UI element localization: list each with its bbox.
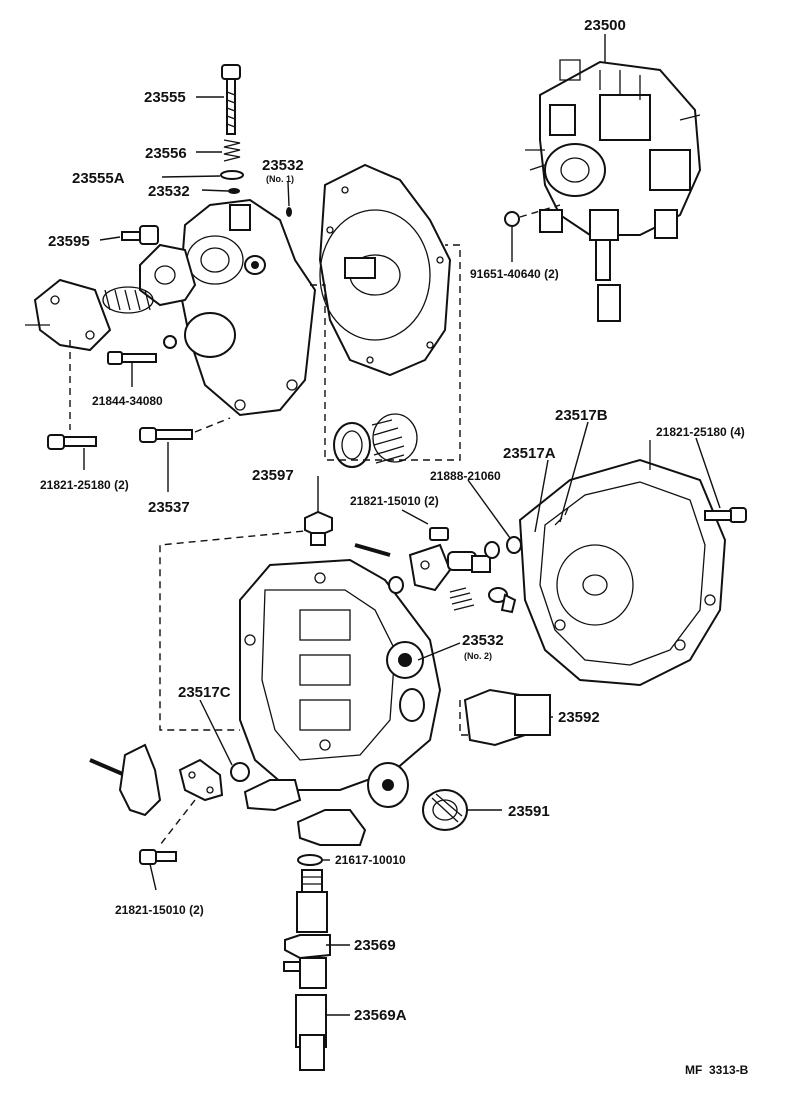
label-21821-15010-lower: 21821-15010 (2) xyxy=(115,903,204,917)
label-21888-21060: 21888-21060 xyxy=(430,469,501,483)
retainer-plate-icon xyxy=(178,758,224,802)
adjust-screw-23555-illustration xyxy=(221,64,241,135)
label-23569: 23569 xyxy=(354,937,396,954)
o-ring-23517C-icon xyxy=(230,762,250,782)
flange-plate-icon xyxy=(25,278,112,352)
label-no2-note: (No. 2) xyxy=(464,651,492,661)
bolt-23537-icon xyxy=(139,427,193,443)
regulator-assembly-illustration xyxy=(525,59,702,322)
water-fitting-icon xyxy=(296,809,367,846)
gasket-21617-icon xyxy=(297,854,323,866)
label-23532: 23532 xyxy=(148,183,190,200)
spring-icon xyxy=(104,289,151,311)
o-ring-23555A-icon xyxy=(220,170,244,180)
bolt-21821-25180-right-icon xyxy=(704,507,747,523)
label-no1-note: (No. 1) xyxy=(266,174,294,184)
label-21844-34080: 21844-34080 xyxy=(92,394,163,408)
label-23595: 23595 xyxy=(48,233,90,250)
label-23517A: 23517A xyxy=(503,445,556,462)
diagram-code: MF 3313-B xyxy=(685,1063,749,1077)
label-23597: 23597 xyxy=(252,467,294,484)
label-23537: 23537 xyxy=(148,499,190,516)
elbow-23592-icon xyxy=(463,688,551,747)
outlet-fitting-icon xyxy=(243,779,302,812)
bolt-21821-15010-lower-icon xyxy=(139,849,177,865)
label-21617-10010: 21617-10010 xyxy=(335,853,406,867)
plug-23597-icon xyxy=(304,510,333,546)
rear-cover-illustration xyxy=(518,440,727,687)
diaphragm-23554-illustration xyxy=(318,163,452,377)
valve-23591-icon xyxy=(422,789,468,831)
label-23517C: 23517C xyxy=(178,684,231,701)
label-21821-25180-2: 21821-25180 (2) xyxy=(40,478,129,492)
label-23555: 23555 xyxy=(144,89,186,106)
label-23532-no2: 23532 xyxy=(462,632,504,649)
label-23569A: 23569A xyxy=(354,1007,407,1024)
label-21821-25180-4: 21821-25180 (4) xyxy=(656,425,745,439)
label-23555A: 23555A xyxy=(72,170,125,187)
label-23556: 23556 xyxy=(145,145,187,162)
gasket-plate-icon xyxy=(139,243,197,307)
washer-21888-icon xyxy=(506,536,522,554)
piston-icon xyxy=(447,541,517,614)
label-23592: 23592 xyxy=(558,709,600,726)
spring-23556-icon xyxy=(223,139,241,162)
o-ring-23532-no1-icon xyxy=(286,207,292,217)
label-91651-40640: 91651-40640 (2) xyxy=(470,267,559,281)
label-21821-15010-upper: 21821-15010 (2) xyxy=(350,494,439,508)
label-23591: 23591 xyxy=(508,803,550,820)
inlet-plate-icon xyxy=(408,527,452,592)
leader-lines xyxy=(83,34,721,1016)
bracket-icon xyxy=(89,743,162,817)
label-23517B: 23517B xyxy=(555,407,608,424)
spring-pair-icon xyxy=(333,413,418,468)
o-ring-23532-icon xyxy=(228,188,240,194)
upper-cover-illustration xyxy=(178,198,317,417)
fitting-23595-icon xyxy=(121,225,159,245)
label-23532-no1: 23532 xyxy=(262,157,304,174)
cock-23569-illustration xyxy=(283,869,331,1071)
label-23500: 23500 xyxy=(584,17,626,34)
bolt-91651-icon xyxy=(504,211,520,227)
bolt-21821-25180-icon xyxy=(47,434,97,450)
screw-21844-icon xyxy=(107,335,177,365)
main-body-illustration xyxy=(239,558,442,808)
